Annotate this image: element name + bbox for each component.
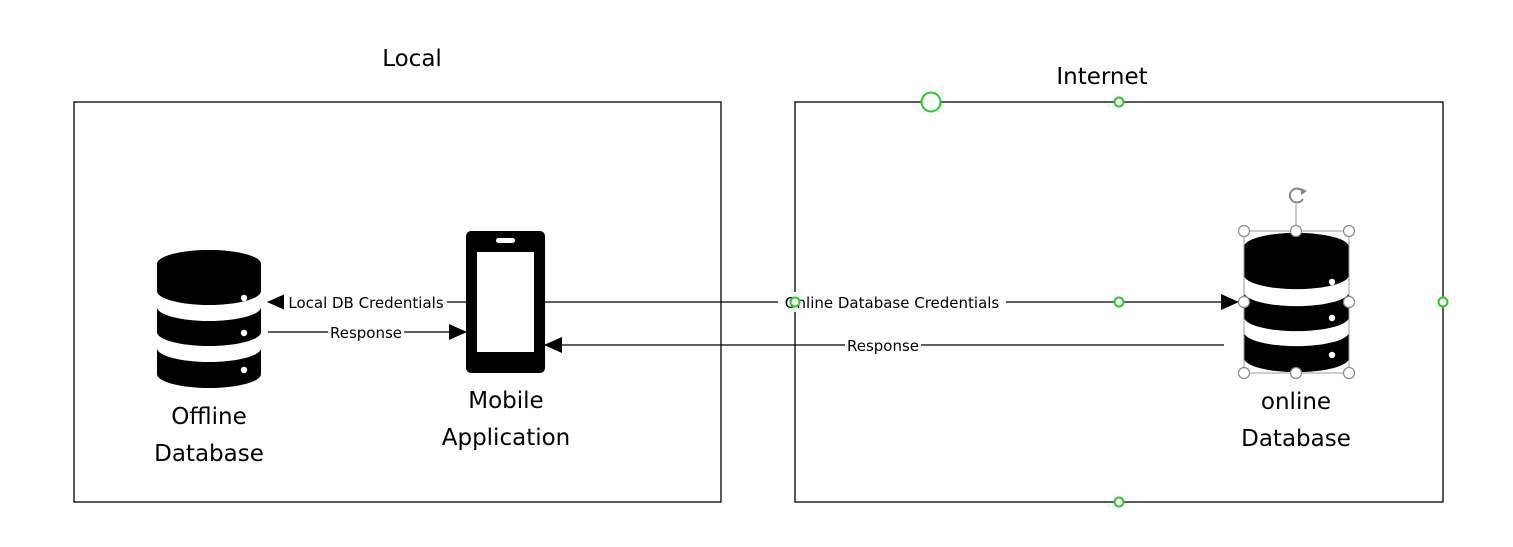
connection-point-bottom[interactable]: [1113, 496, 1125, 508]
offline-database-label-line2: Database: [154, 441, 264, 467]
local-region-title: Local: [382, 46, 442, 72]
local-credentials-label-bg: [284, 292, 447, 312]
connection-point-large[interactable]: [920, 91, 942, 113]
local-response-label: Response: [330, 324, 402, 342]
resize-handle-bottom-right[interactable]: [1342, 366, 1356, 380]
smartphone-icon[interactable]: [466, 231, 545, 373]
online-database-label-line2: Database: [1241, 426, 1351, 452]
internet-region-title: Internet: [1056, 64, 1147, 90]
resize-handle-top[interactable]: [1289, 224, 1303, 238]
resize-handle-top-left[interactable]: [1237, 224, 1251, 238]
offline-database-icon[interactable]: [157, 250, 261, 388]
online-response-label-bg: [845, 335, 921, 355]
local-response-label-bg: [328, 323, 404, 343]
offline-database-label-line1: Offline: [171, 404, 246, 430]
resize-handle-top-right[interactable]: [1342, 224, 1356, 238]
connection-point-right[interactable]: [1437, 296, 1449, 308]
connection-point-top[interactable]: [1113, 96, 1125, 108]
resize-handle-bottom-left[interactable]: [1237, 366, 1251, 380]
local-credentials-label: Local DB Credentials: [288, 294, 443, 312]
online-credentials-label-bg: [778, 292, 1006, 312]
resize-handle-bottom[interactable]: [1289, 366, 1303, 380]
connection-point-center[interactable]: [1113, 296, 1125, 308]
online-database-label-line1: online: [1261, 389, 1331, 415]
connection-point-left[interactable]: [789, 296, 801, 308]
online-credentials-label: Online Database Credentials: [785, 294, 1000, 312]
resize-handle-left[interactable]: [1237, 295, 1251, 309]
mobile-application-label-line2: Application: [442, 425, 571, 451]
online-response-label: Response: [847, 337, 919, 355]
online-database-icon[interactable]: [1244, 232, 1349, 373]
resize-handle-right[interactable]: [1342, 295, 1356, 309]
rotate-icon[interactable]: [1289, 187, 1307, 204]
mobile-application-label-line1: Mobile: [468, 388, 543, 414]
